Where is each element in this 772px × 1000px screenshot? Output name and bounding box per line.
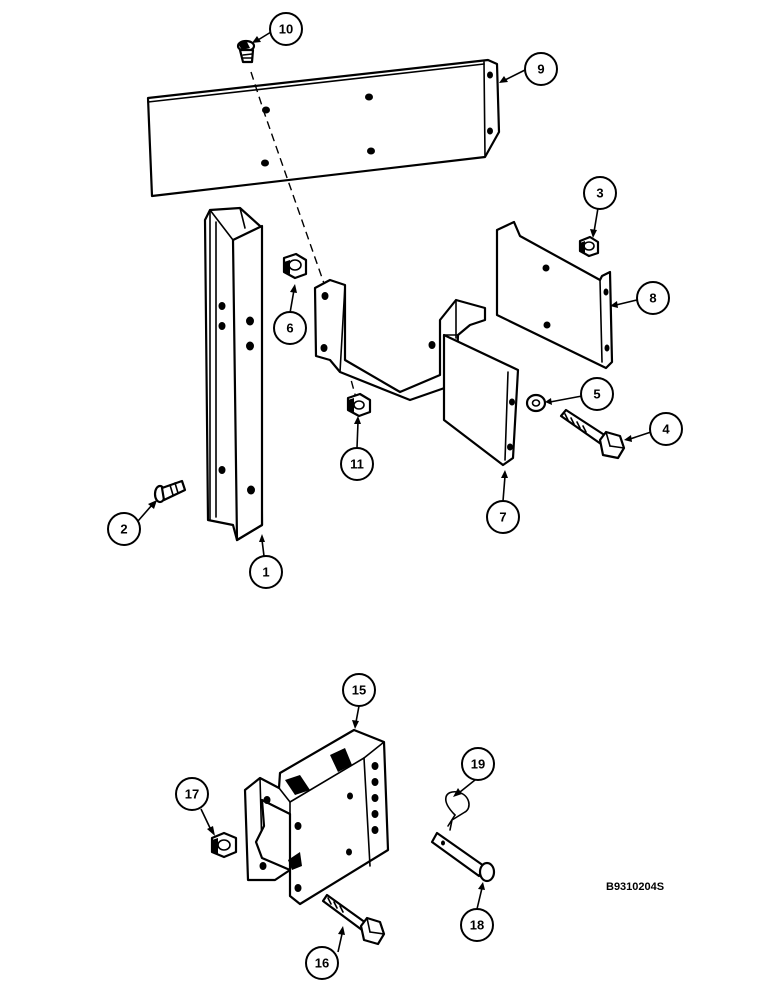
- callout-label-7: 7: [499, 510, 506, 525]
- callout-label-4: 4: [662, 422, 670, 437]
- mounting-plate-part-9: [146, 58, 501, 198]
- callout-label-2: 2: [120, 522, 127, 537]
- bolt-part-10: [236, 39, 256, 64]
- hitch-bracket-part-15: [243, 728, 390, 906]
- callout-label-15: 15: [352, 683, 366, 698]
- washer-part-5: [525, 393, 547, 413]
- nut-part-3: [578, 235, 600, 258]
- clevis-pin-part-18: [430, 831, 496, 883]
- u-bracket-part-8: [495, 220, 614, 370]
- callout-label-19: 19: [471, 757, 485, 772]
- callout-1: 1: [249, 555, 283, 589]
- callout-3: 3: [583, 176, 617, 210]
- callout-16: 16: [305, 946, 339, 980]
- hex-bolt-part-16: [321, 893, 386, 946]
- nut-part-17: [210, 831, 238, 859]
- hex-bolt-part-4: [559, 408, 626, 460]
- leader-lines: [137, 31, 652, 953]
- carriage-bolt-part-2: [153, 479, 187, 504]
- callout-10: 10: [269, 12, 303, 46]
- z-bracket-part-7: [313, 278, 520, 467]
- callout-11: 11: [340, 447, 374, 481]
- callout-label-3: 3: [596, 186, 603, 201]
- callout-18: 18: [460, 908, 494, 942]
- callout-label-18: 18: [470, 918, 484, 933]
- callout-label-16: 16: [315, 956, 329, 971]
- callout-label-8: 8: [649, 291, 656, 306]
- callout-label-9: 9: [537, 62, 544, 77]
- callout-label-11: 11: [350, 457, 364, 472]
- nut-part-11: [346, 392, 372, 418]
- callout-4: 4: [649, 412, 683, 446]
- callout-label-10: 10: [279, 22, 293, 37]
- channel-post-part-1: [203, 206, 264, 542]
- nut-part-6: [282, 252, 308, 280]
- callout-label-1: 1: [262, 565, 269, 580]
- hair-pin-clip-part-19: [445, 790, 470, 831]
- callout-8: 8: [636, 281, 670, 315]
- callout-6: 6: [273, 311, 307, 345]
- callout-15: 15: [342, 673, 376, 707]
- reference-code: B9310204S: [606, 881, 664, 893]
- callout-9: 9: [524, 52, 558, 86]
- callout-label-6: 6: [286, 321, 293, 336]
- callout-17: 17: [175, 777, 209, 811]
- callout-label-5: 5: [593, 387, 600, 402]
- callout-19: 19: [461, 747, 495, 781]
- callout-2: 2: [107, 512, 141, 546]
- callout-7: 7: [486, 500, 520, 534]
- callout-5: 5: [580, 377, 614, 411]
- callout-label-17: 17: [185, 787, 199, 802]
